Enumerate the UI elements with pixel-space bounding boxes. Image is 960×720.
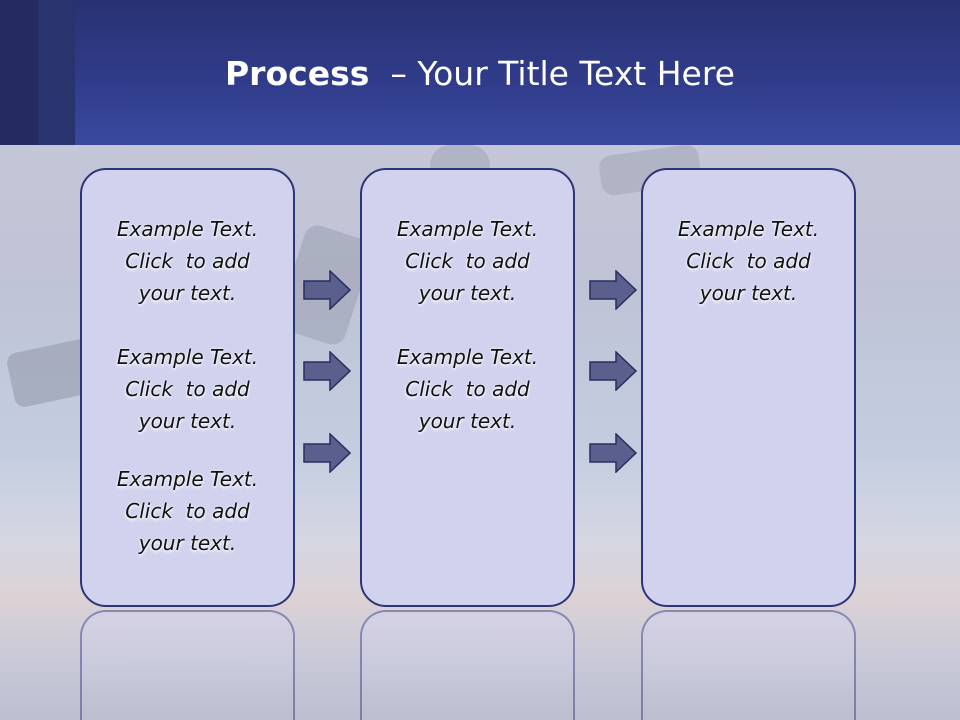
process-box-1[interactable]: Example Text. Click to add your text. Ex…	[80, 168, 295, 607]
text-block[interactable]: Example Text. Click to add your text.	[82, 213, 293, 309]
text-line: Click to add	[125, 499, 250, 523]
text-line: Example Text.	[396, 217, 539, 241]
right-arrow-icon	[589, 351, 637, 391]
banner-stripe	[38, 0, 75, 145]
text-line: Example Text.	[396, 345, 539, 369]
text-line: Click to add	[125, 249, 250, 273]
text-line: your text.	[418, 281, 517, 305]
box-reflection	[360, 610, 575, 720]
text-line: your text.	[138, 281, 237, 305]
title-banner: Process – Your Title Text Here	[0, 0, 960, 145]
text-line: your text.	[699, 281, 798, 305]
process-box-3[interactable]: Example Text. Click to add your text.	[641, 168, 856, 607]
text-line: Click to add	[686, 249, 811, 273]
text-line: Click to add	[125, 377, 250, 401]
text-line: Example Text.	[116, 217, 259, 241]
text-block[interactable]: Example Text. Click to add your text.	[82, 463, 293, 559]
text-block[interactable]: Example Text. Click to add your text.	[82, 341, 293, 437]
box-reflection	[641, 610, 856, 720]
right-arrow-icon	[303, 433, 351, 473]
text-line: your text.	[138, 409, 237, 433]
text-line: Click to add	[405, 377, 530, 401]
process-box-2[interactable]: Example Text. Click to add your text. Ex…	[360, 168, 575, 607]
title-bold-text: Process	[225, 54, 370, 93]
text-block[interactable]: Example Text. Click to add your text.	[362, 341, 573, 437]
text-line: Example Text.	[116, 467, 259, 491]
text-line: Example Text.	[677, 217, 820, 241]
right-arrow-icon	[589, 270, 637, 310]
text-line: Example Text.	[116, 345, 259, 369]
text-block[interactable]: Example Text. Click to add your text.	[362, 213, 573, 309]
text-line: your text.	[138, 531, 237, 555]
text-block[interactable]: Example Text. Click to add your text.	[643, 213, 854, 309]
banner-stripe	[0, 0, 38, 145]
text-line: Click to add	[405, 249, 530, 273]
right-arrow-icon	[303, 351, 351, 391]
right-arrow-icon	[303, 270, 351, 310]
box-reflection	[80, 610, 295, 720]
slide-title[interactable]: Process – Your Title Text Here	[0, 52, 960, 96]
right-arrow-icon	[589, 433, 637, 473]
text-line: your text.	[418, 409, 517, 433]
title-rest-text: – Your Title Text Here	[369, 54, 735, 93]
